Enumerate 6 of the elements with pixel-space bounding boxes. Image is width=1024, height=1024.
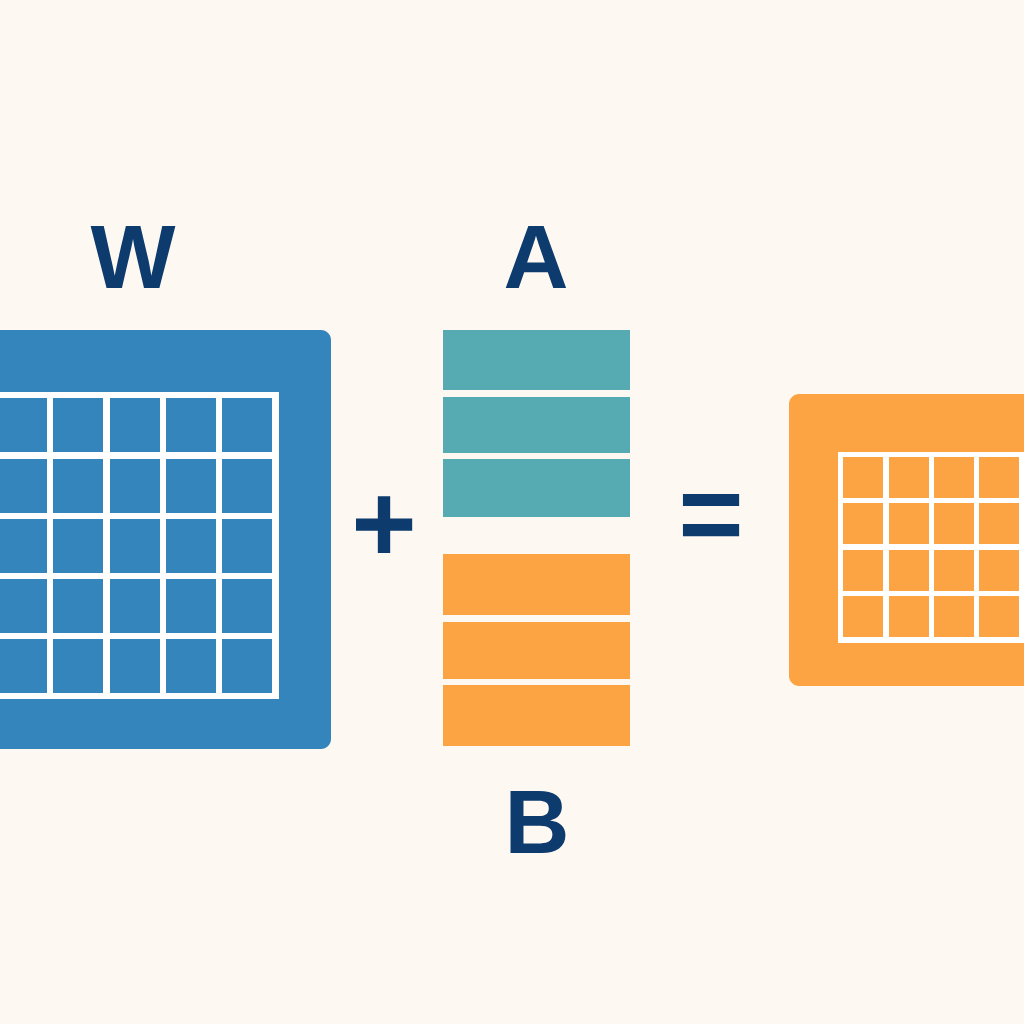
equals-sign: = bbox=[682, 493, 740, 537]
matrix-label: B bbox=[510, 791, 566, 853]
matrix-label: A bbox=[505, 226, 567, 288]
matrix-grid bbox=[789, 394, 1024, 686]
plus-sign: + bbox=[356, 496, 413, 554]
matrix-label: W bbox=[90, 226, 176, 288]
